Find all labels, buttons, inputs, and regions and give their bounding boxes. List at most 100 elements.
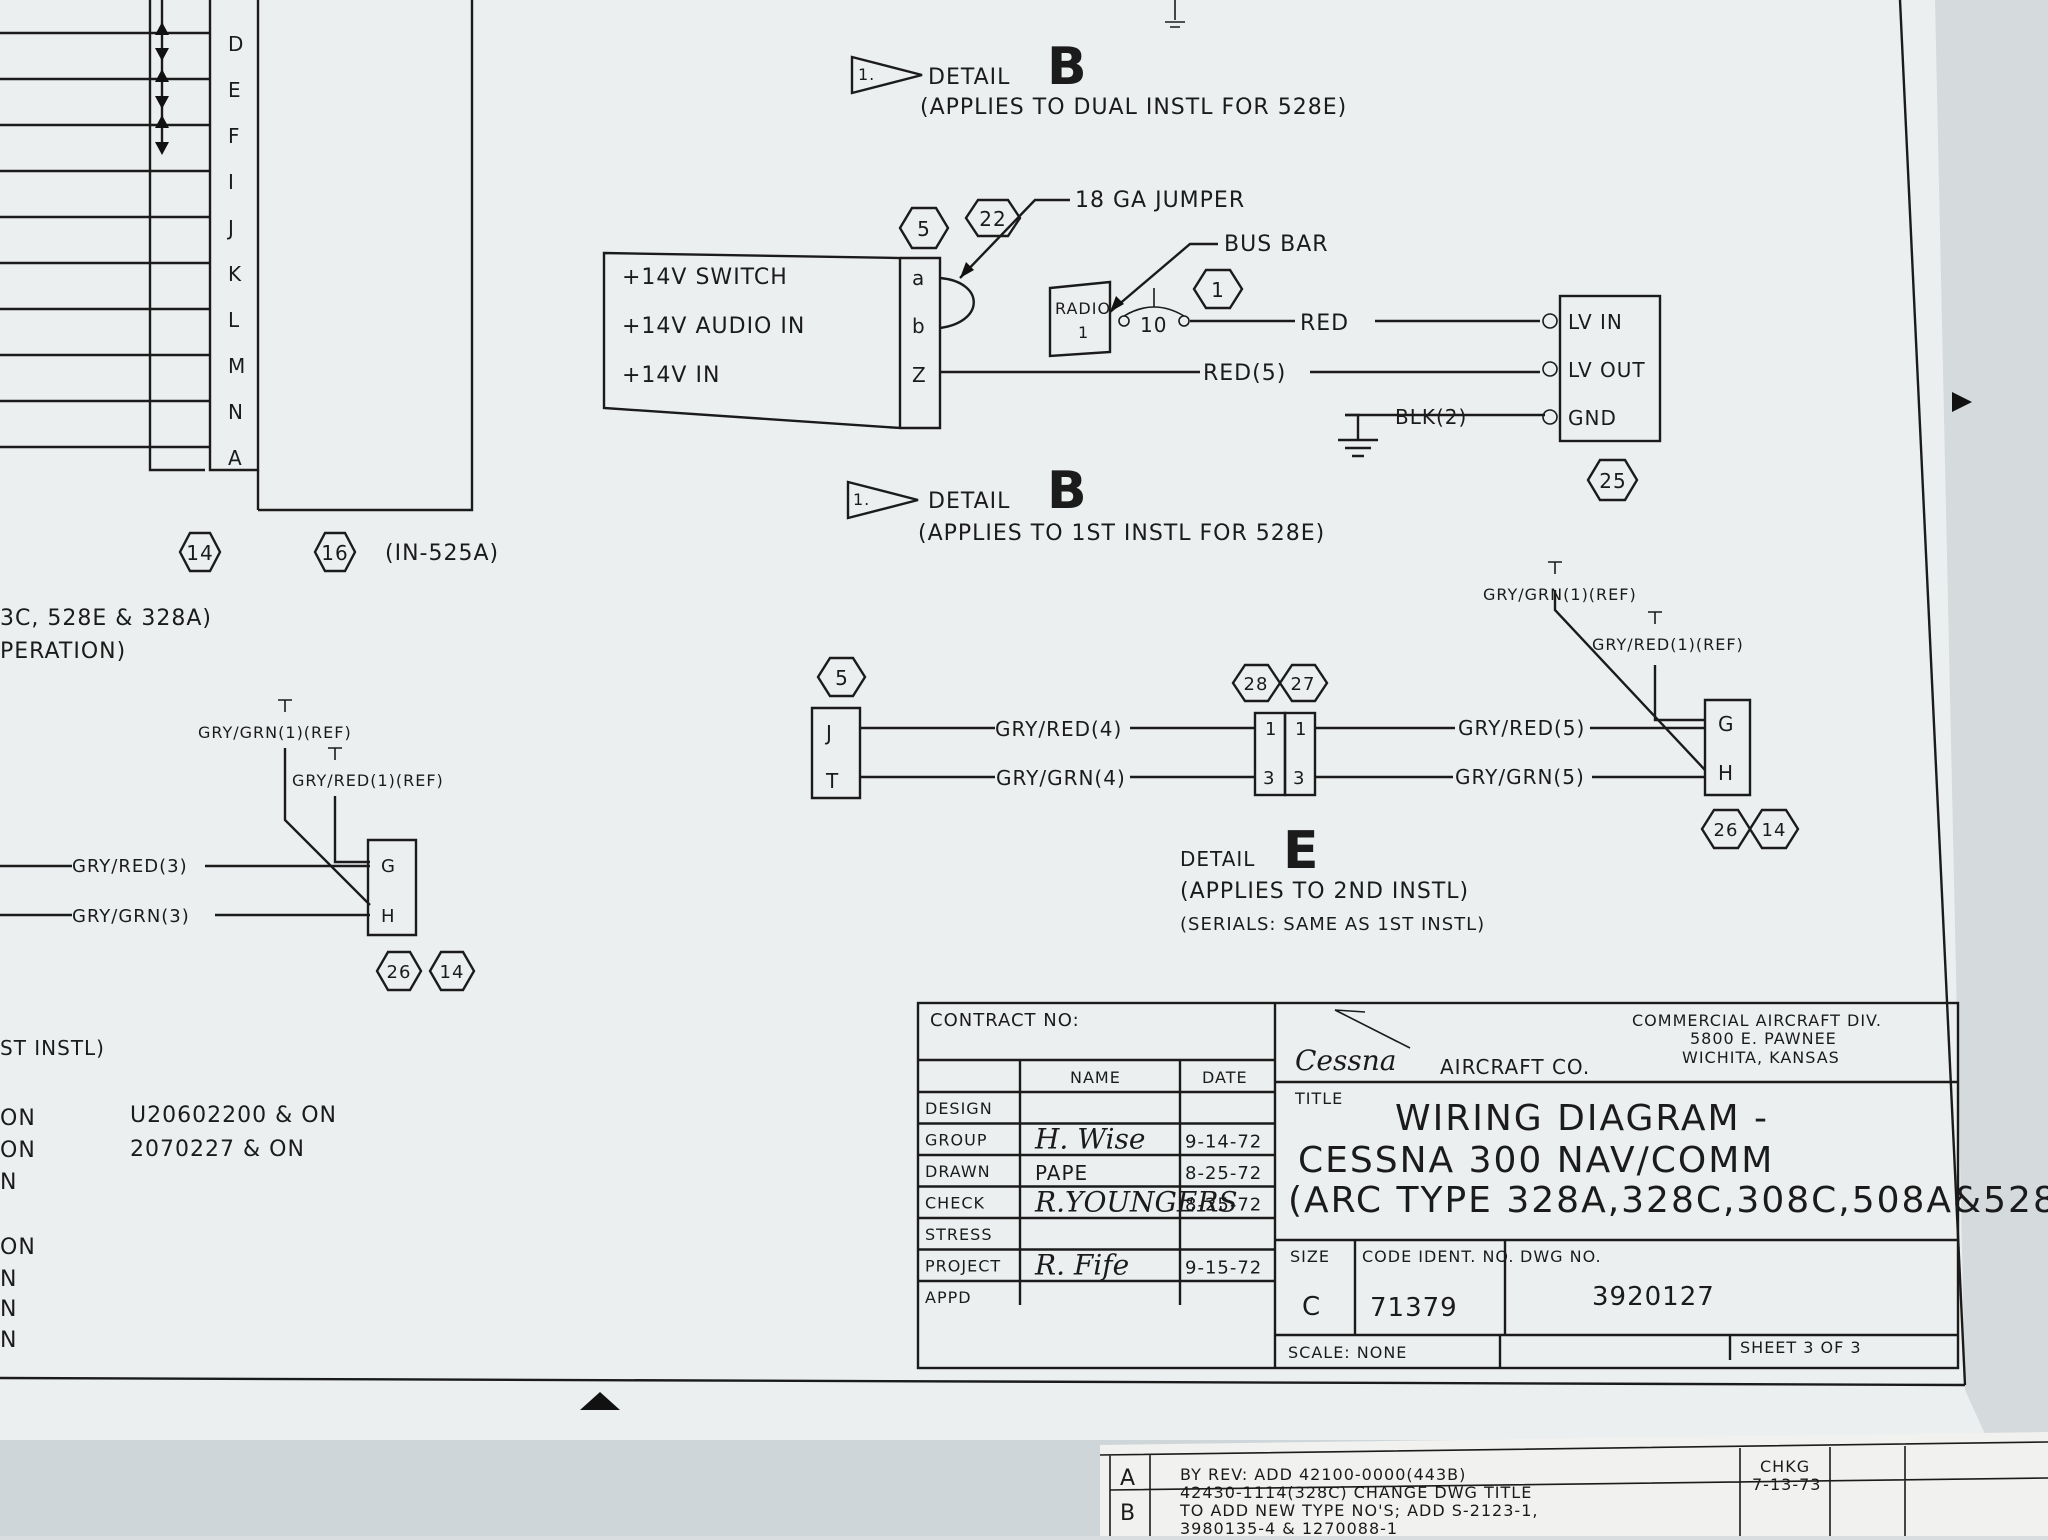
detail-applies: (APPLIES TO 1ST INSTL FOR 528E) — [918, 521, 1325, 546]
left-pin-label: K — [228, 262, 242, 286]
signoff-role: GROUP — [925, 1131, 987, 1150]
detail-e-circuit: 5 J T GRY/RED(4) GRY/GRN(4) 28 27 1 1 3 … — [810, 561, 1800, 850]
wire-red5: RED(5) — [1203, 361, 1286, 386]
ref-14: 14 — [440, 962, 465, 983]
title-label: TITLE — [1294, 1089, 1343, 1108]
cessna-logo-swoosh — [1334, 1009, 1411, 1049]
svg-text:N: N — [0, 1170, 17, 1195]
pin-lv-in: LV IN — [1568, 310, 1623, 334]
cessna-logo-text: Cessna — [1295, 1044, 1396, 1077]
left-pin-label: M — [228, 354, 246, 378]
drawing-title-3: (ARC TYPE 328A,328C,308C,508A&528E) — [1288, 1180, 2048, 1221]
pin-z: Z — [912, 363, 927, 387]
detail-label: DETAIL — [928, 65, 1010, 90]
svg-text:COMMERCIAL AIRCRAFT DIV.: COMMERCIAL AIRCRAFT DIV. — [1632, 1011, 1882, 1030]
company-suffix: AIRCRAFT CO. — [1440, 1055, 1590, 1079]
signoff-role: DRAWN — [925, 1162, 991, 1181]
svg-text:ON: ON — [0, 1106, 36, 1131]
wire-blk: BLK(2) — [1395, 405, 1467, 429]
ref-14: 14 — [186, 541, 213, 565]
rev-letter-a: A — [1120, 1466, 1136, 1491]
signoff-date: 9-15-72 — [1185, 1258, 1262, 1279]
detail-serials: (SERIALS: SAME AS 1ST INSTL) — [1180, 914, 1485, 935]
top-wires: RED RED(5) BLK(2) — [940, 311, 1545, 458]
pin-label-14v-switch: +14V SWITCH — [622, 265, 788, 290]
pin-g: G — [381, 856, 396, 877]
left-pin-label: A — [228, 446, 243, 470]
ref-26: 26 — [1714, 820, 1739, 841]
pin-b: b — [912, 314, 926, 338]
revision-strip: A B BY REV: ADD 42100-0000(443B) 42430-1… — [1099, 1432, 2048, 1538]
serial-value-2: 2070227 & ON — [130, 1137, 305, 1162]
ref-wire-a: GRY/GRN(1)(REF) — [198, 723, 352, 742]
pin-gnd: GND — [1568, 406, 1617, 430]
pin-g: G — [1718, 712, 1735, 736]
bus-bar-callout: BUS BAR — [1109, 232, 1329, 313]
drawing-title-2: CESSNA 300 NAV/COMM — [1298, 1140, 1774, 1181]
detail-letter: B — [1047, 461, 1087, 521]
ref-16: 16 — [321, 541, 348, 565]
wire-gry-red-4: GRY/RED(4) — [995, 717, 1122, 741]
dwg-no-value: 3920127 — [1592, 1282, 1715, 1312]
signoff-role: DESIGN — [925, 1099, 993, 1118]
signoff-name: R. Fife — [1034, 1249, 1129, 1282]
wire-gry-grn-5: GRY/GRN(5) — [1455, 765, 1585, 789]
signoff-date: 9-14-72 — [1185, 1132, 1262, 1153]
svg-text:1.: 1. — [858, 65, 875, 84]
wire-gry-red-5: GRY/RED(5) — [1458, 716, 1585, 740]
dwg-no-label: DWG NO. — [1520, 1247, 1602, 1266]
bus-bar-label: BUS BAR — [1224, 232, 1329, 257]
unit-22-connector: 22 +14V SWITCH +14V AUDIO IN +14V IN a b… — [602, 198, 1022, 430]
ref-5: 5 — [835, 666, 849, 690]
rev-letter-b: B — [1120, 1501, 1136, 1526]
svg-text:42430-1114(328C) CHANGE DWG TI: 42430-1114(328C) CHANGE DWG TITLE — [1180, 1483, 1532, 1502]
sheet-number: SHEET 3 OF 3 — [1740, 1338, 1862, 1357]
svg-text:1.: 1. — [853, 490, 870, 509]
detail-label: DETAIL — [1180, 847, 1255, 871]
detail-e-heading: DETAIL E (APPLIES TO 2ND INSTL) (SERIALS… — [1180, 821, 1485, 935]
left-pin-label: E — [228, 78, 242, 102]
partial-note-2: PERATION) — [0, 639, 126, 664]
svg-text:ON: ON — [0, 1235, 36, 1260]
contract-label: CONTRACT NO: — [930, 1010, 1080, 1031]
signoff-name: PAPE — [1035, 1161, 1088, 1185]
svg-text:1: 1 — [1295, 719, 1307, 740]
code-ident-value: 71379 — [1370, 1293, 1458, 1323]
drawing-title-1: WIRING DIAGRAM - — [1395, 1098, 1769, 1139]
svg-text:TO ADD NEW TYPE NO'S; ADD S-21: TO ADD NEW TYPE NO'S; ADD S-2123-1, — [1179, 1501, 1538, 1520]
signoff-role: APPD — [925, 1288, 972, 1307]
ref-wire-b: GRY/RED(1)(REF) — [292, 771, 444, 790]
size-label: SIZE — [1290, 1247, 1330, 1266]
unit-25: LV IN LV OUT GND 25 — [1542, 294, 1662, 502]
signoff-role: CHECK — [925, 1194, 985, 1213]
jumper-label: 18 GA JUMPER — [1075, 188, 1245, 213]
svg-text:3: 3 — [1293, 768, 1305, 789]
partial-note-1: 3C, 528E & 328A) — [0, 606, 212, 631]
pin-lv-out: LV OUT — [1568, 358, 1646, 382]
left-pin-label: D — [228, 32, 244, 56]
left-connector-refs: 14 16 (IN-525A) 3C, 528E & 328A) PERATIO… — [0, 531, 498, 664]
wire-red: RED — [1300, 311, 1349, 336]
signoff-date: 8-25-72 — [1185, 1195, 1262, 1216]
left-bottom-circuit: GRY/GRN(1)(REF) GRY/RED(1)(REF) GRY/RED(… — [0, 699, 476, 992]
svg-text:ON: ON — [0, 1138, 36, 1163]
left-pin-label: N — [228, 400, 244, 424]
paper-sheet — [0, 0, 1990, 1445]
zone-arrow-bottom-icon — [580, 1392, 620, 1410]
code-ident-label: CODE IDENT. NO. — [1362, 1247, 1514, 1266]
svg-text:5800 E. PAWNEE: 5800 E. PAWNEE — [1690, 1029, 1837, 1048]
detail-b-first-heading: 1. DETAIL B (APPLIES TO 1ST INSTL FOR 52… — [846, 461, 1325, 546]
signoff-date: 8-25-72 — [1185, 1163, 1262, 1184]
ref-25: 25 — [1599, 469, 1626, 493]
ref-5: 5 — [917, 217, 931, 241]
signoff-name: H. Wise — [1034, 1123, 1145, 1156]
svg-text:N: N — [0, 1297, 17, 1322]
signoff-role: STRESS — [925, 1225, 992, 1244]
svg-text:CHKG: CHKG — [1760, 1457, 1810, 1476]
svg-text:3: 3 — [1263, 768, 1275, 789]
left-serials-table: ST INSTL) ON ON N ON N N N U20602200 & O… — [0, 1036, 336, 1353]
detail-label: DETAIL — [928, 489, 1010, 514]
wire-gry-grn-4: GRY/GRN(4) — [996, 766, 1126, 790]
radio-num: 1 — [1078, 323, 1089, 342]
